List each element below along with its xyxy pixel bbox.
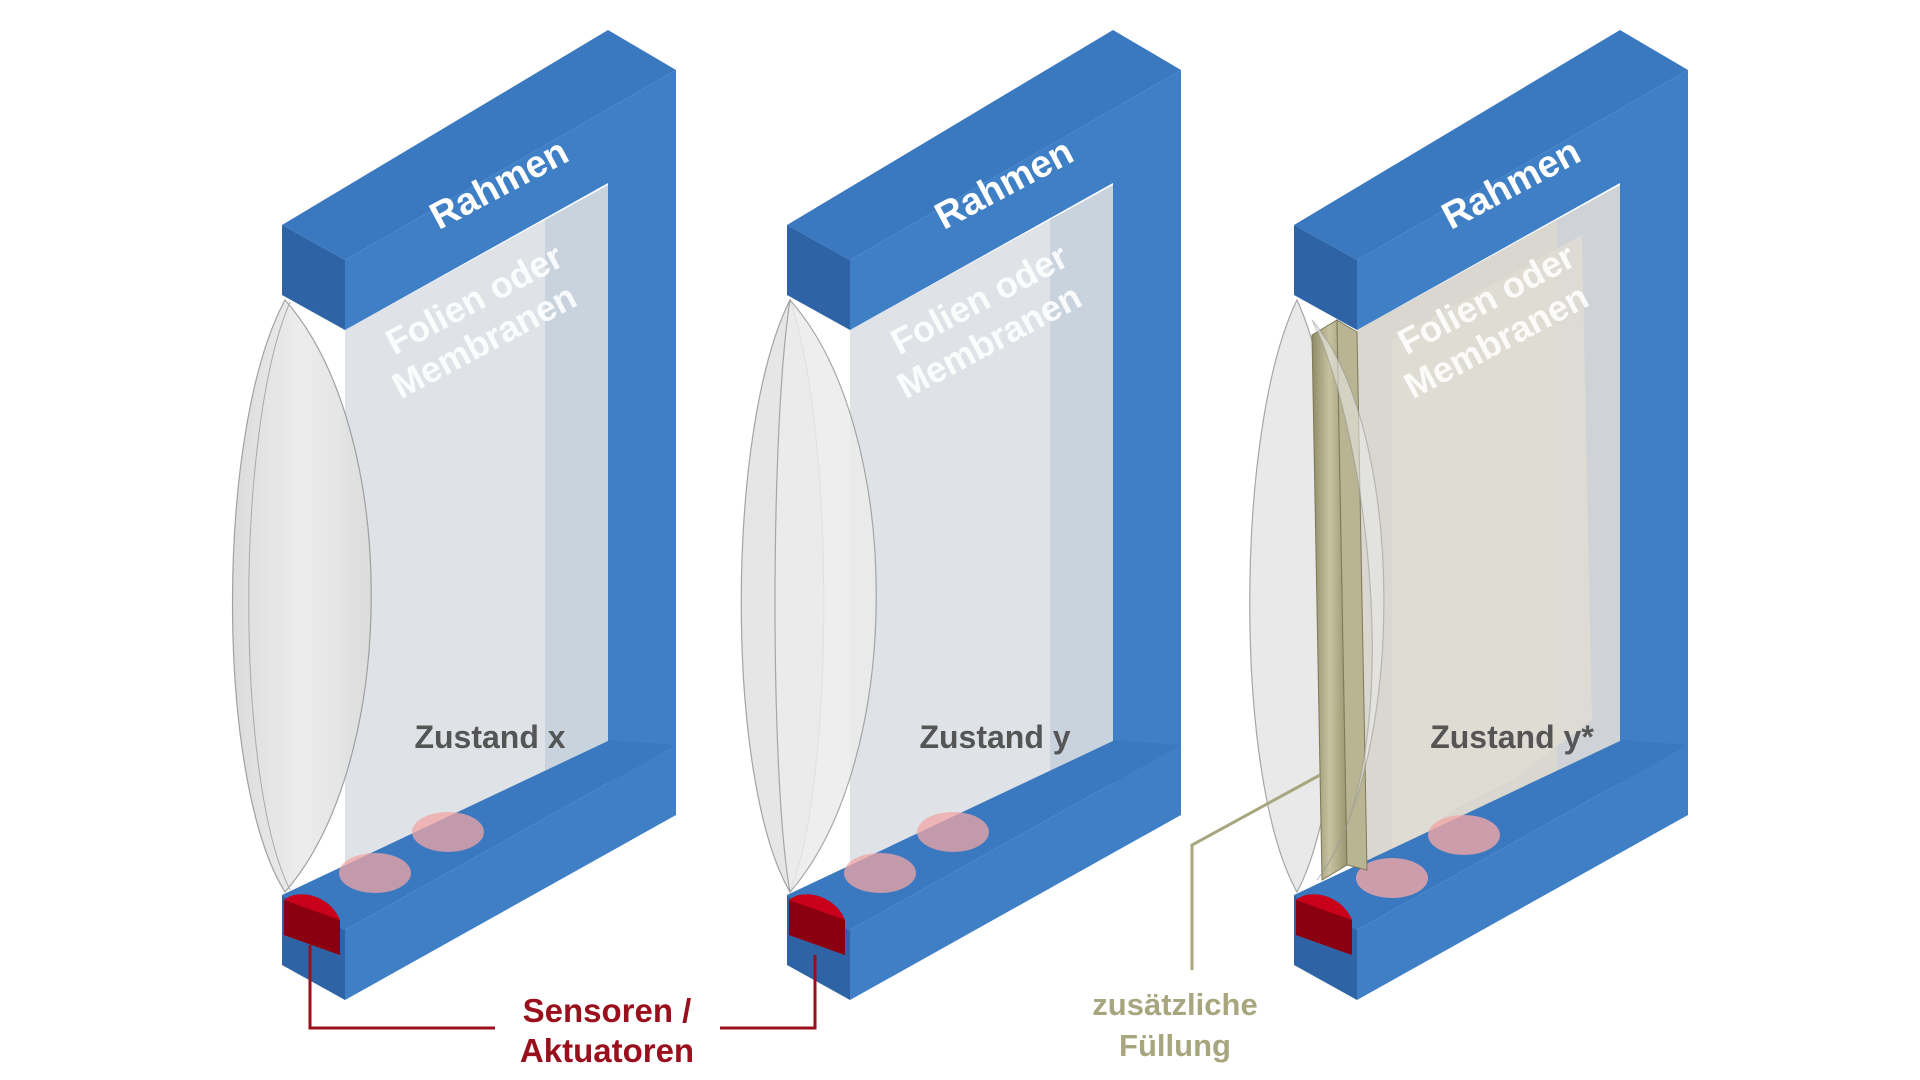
panel-state-x: Rahmen Folien oder Membranen Zustand x [231,30,676,1000]
membrane-back-plane [850,185,1113,920]
frame-top-left [787,225,850,330]
frame-bottom-front [850,745,1181,1000]
frame-top-front [850,70,1181,330]
frame-right-post [608,105,676,785]
sensor-disc [339,853,411,893]
sensors-label-line1: Sensoren / [523,992,692,1029]
membrane-bulge-inner [1311,319,1385,881]
panel-state-y: Rahmen Folien oder Membranen Zustand y [740,30,1181,1000]
membrane-back-stripe [1050,185,1113,810]
frame-top-left [282,225,345,330]
state-label: Zustand y* [1430,719,1594,755]
panel-state-y-star: Rahmen Folien oder Membranen Zustand y* [1249,30,1688,1000]
frame-top-left [1294,225,1357,330]
membrane-bulge-inner [774,298,877,894]
state-label: Zustand x [414,719,565,755]
frame-right-post [1113,105,1181,785]
frame-top-top [282,30,676,260]
sensor-actuator-side [789,900,845,955]
sensor-disc [917,812,989,852]
sensor-disc [844,853,916,893]
frame-bottom-front [345,745,676,1000]
filling-label-line2: Füllung [1119,1028,1231,1063]
state-label: Zustand y [919,719,1070,755]
membrane-back-plane [345,185,608,920]
frame-top-top [787,30,1181,260]
sensors-callout: Sensoren / Aktuatoren [308,945,817,1069]
filling-slab-side [1336,319,1368,871]
sensor-actuator-side [1296,900,1352,955]
sensor-disc [1356,858,1428,898]
filling-leader [1190,773,1321,970]
filling-callout: zusätzliche Füllung [1092,773,1321,1063]
membrane-bulge [231,298,372,894]
sensors-leader-left [308,945,495,1030]
filling-folds [1392,235,1592,860]
membrane-back-stripe [545,185,608,810]
frame-top-front [345,70,676,330]
membrane-bulge-edge [248,301,291,891]
frame-right-post [1620,105,1688,785]
sensor-disc [412,812,484,852]
frame-bottom-front [1357,745,1688,1000]
frame-top-top [1294,30,1688,260]
frame-top-front [1357,70,1688,330]
sensors-leader-right [720,955,817,1030]
sensor-disc [1428,815,1500,855]
sensor-actuator-side [284,900,340,955]
filling-label-line1: zusätzliche [1092,987,1257,1022]
sensors-label-line2: Aktuatoren [520,1032,694,1069]
